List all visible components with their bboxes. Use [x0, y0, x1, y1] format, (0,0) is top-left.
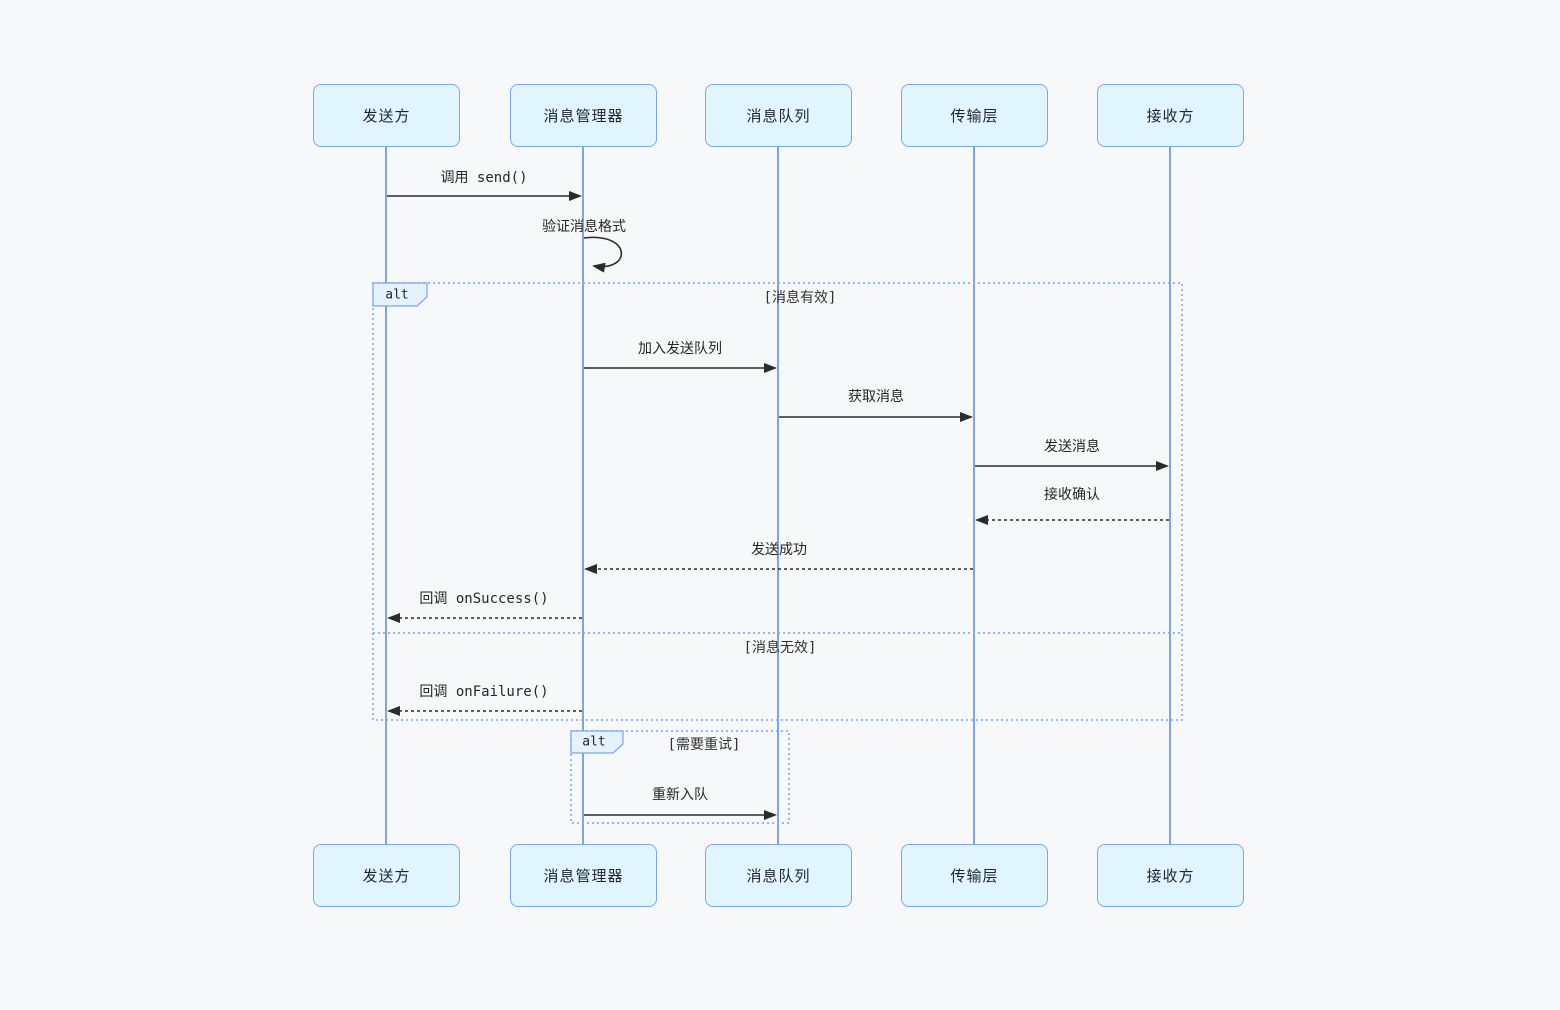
participant-transport-layer-top: 传输层 — [901, 84, 1048, 147]
condition-retry-needed: [需要重试] — [667, 737, 741, 753]
participant-sender-top: 发送方 — [313, 84, 460, 147]
message-label-call-send: 调用 send() — [440, 170, 528, 186]
participant-label: 接收方 — [1146, 867, 1195, 885]
participant-sender-bottom: 发送方 — [313, 844, 460, 907]
participant-label: 消息管理器 — [543, 107, 624, 125]
condition-message-valid: [消息有效] — [763, 290, 837, 306]
message-label-validate-format: 验证消息格式 — [542, 219, 626, 235]
condition-message-invalid: [消息无效] — [743, 640, 817, 656]
alt-frame-2-label: alt — [582, 734, 606, 750]
alt-frame-1-label-shape — [372, 282, 428, 307]
message-label-callback-onfailure: 回调 onFailure() — [419, 684, 549, 700]
participant-label: 发送方 — [362, 867, 411, 885]
participant-label: 接收方 — [1146, 107, 1195, 125]
message-label-send-success: 发送成功 — [751, 542, 807, 558]
alt-frame-2-label-shape — [570, 730, 624, 754]
alt-frame-1-label: alt — [385, 287, 409, 303]
participant-receiver-bottom: 接收方 — [1097, 844, 1244, 907]
participant-receiver-top: 接收方 — [1097, 84, 1244, 147]
message-label-fetch-message: 获取消息 — [848, 389, 904, 405]
participant-message-queue-top: 消息队列 — [705, 84, 852, 147]
participant-label: 消息队列 — [746, 107, 811, 125]
participant-label: 传输层 — [950, 867, 999, 885]
message-label-callback-onsuccess: 回调 onSuccess() — [419, 591, 549, 607]
participant-message-manager-top: 消息管理器 — [510, 84, 657, 147]
participant-message-manager-bottom: 消息管理器 — [510, 844, 657, 907]
message-label-requeue: 重新入队 — [652, 787, 708, 803]
participant-label: 消息队列 — [746, 867, 811, 885]
participant-label: 发送方 — [362, 107, 411, 125]
message-label-send-message: 发送消息 — [1044, 439, 1100, 455]
message-label-receive-ack: 接收确认 — [1044, 487, 1100, 503]
participant-message-queue-bottom: 消息队列 — [705, 844, 852, 907]
participant-transport-layer-bottom: 传输层 — [901, 844, 1048, 907]
participant-label: 消息管理器 — [543, 867, 624, 885]
alt-frame-1 — [372, 282, 1183, 721]
arrow-validate-format-selfloop — [583, 236, 623, 273]
message-label-enqueue: 加入发送队列 — [638, 341, 722, 357]
participant-label: 传输层 — [950, 107, 999, 125]
